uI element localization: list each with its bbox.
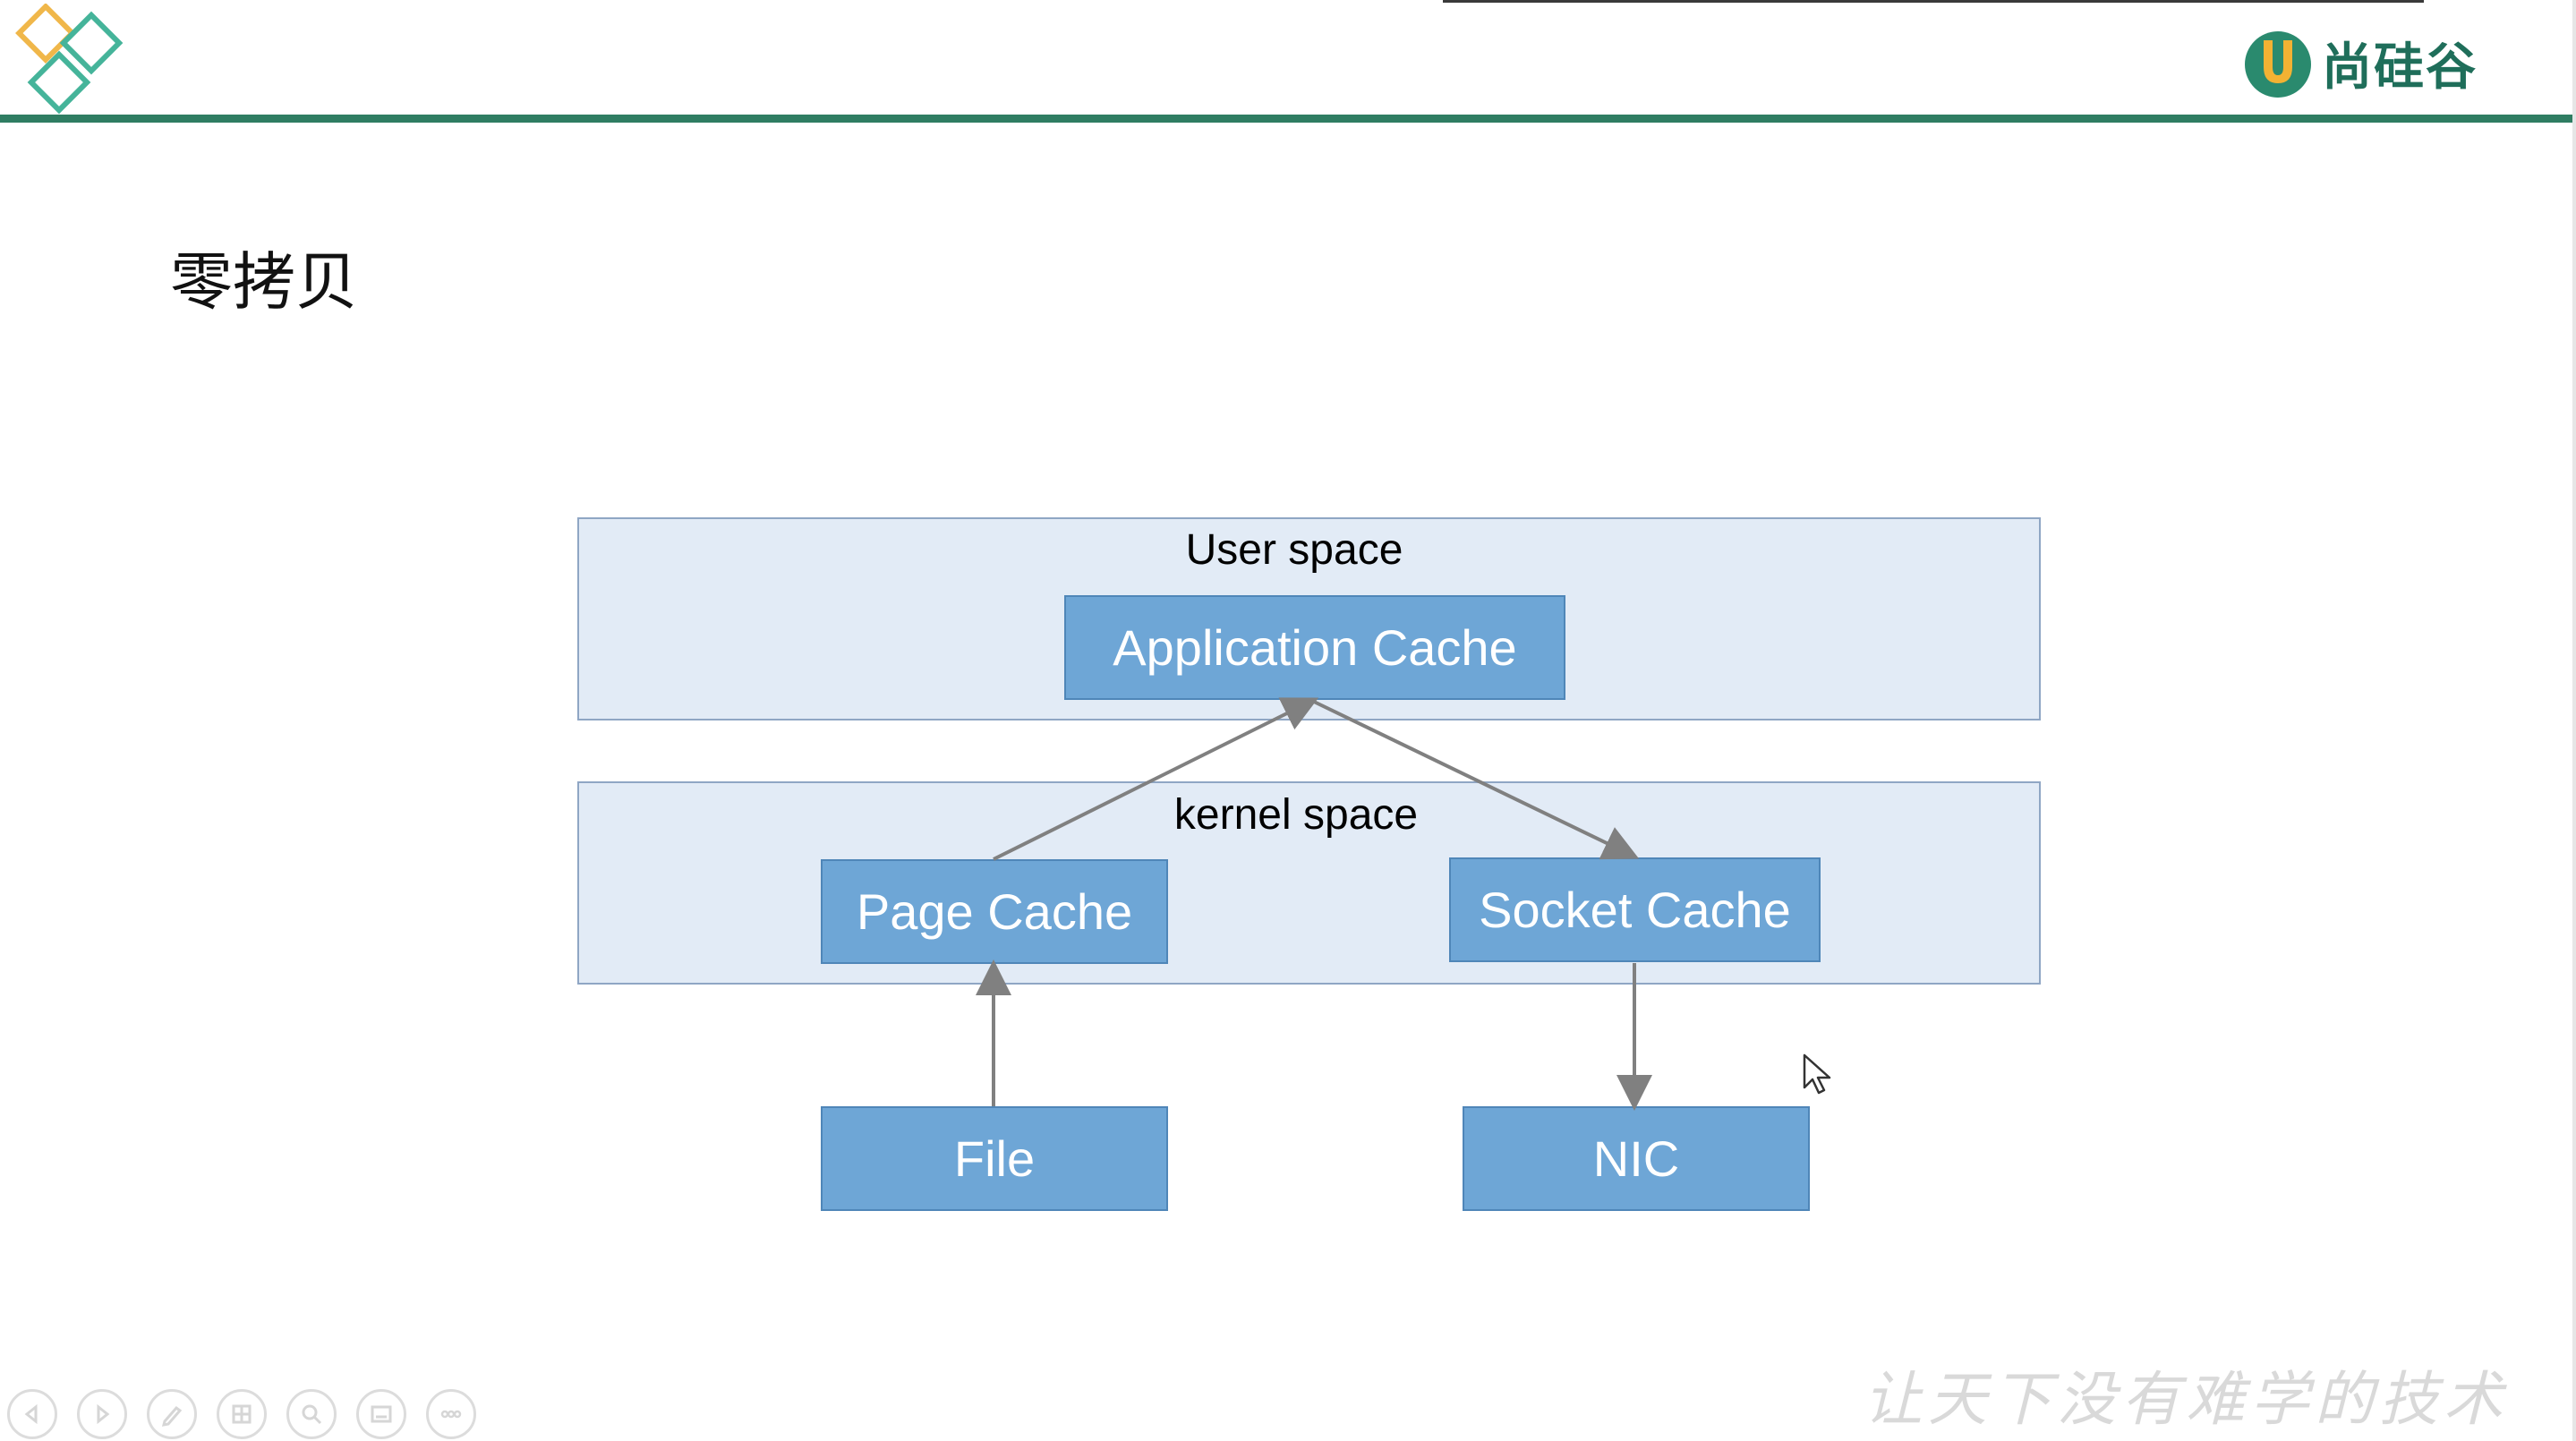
right-edge-border	[2572, 0, 2576, 1441]
zoom-button[interactable]	[286, 1389, 337, 1439]
previous-slide-button[interactable]	[7, 1389, 57, 1439]
node-application-cache: Application Cache	[1064, 595, 1565, 700]
page-title: 零拷贝	[170, 245, 358, 319]
more-icon	[440, 1410, 462, 1419]
pen-tool-button[interactable]	[147, 1389, 197, 1439]
node-page-cache: Page Cache	[821, 859, 1168, 964]
subtitle-button[interactable]	[356, 1389, 406, 1439]
more-options-button[interactable]	[426, 1389, 476, 1439]
header-bar	[0, 115, 2576, 123]
kernel-space-label: kernel space	[1173, 791, 1419, 839]
slideshow-toolbar	[7, 1389, 476, 1439]
logo-diamonds-icon	[15, 4, 124, 115]
zoom-icon	[302, 1404, 322, 1425]
next-slide-button[interactable]	[77, 1389, 127, 1439]
watermark-slogan: 让天下没有难学的技术	[1864, 1365, 2508, 1434]
user-space-label: User space	[1185, 526, 1403, 574]
node-nic: NIC	[1463, 1106, 1810, 1211]
brand-logo: 尚硅谷	[2241, 25, 2478, 100]
brand-name: 尚硅谷	[2322, 38, 2478, 97]
slides-view-button[interactable]	[217, 1389, 267, 1439]
pen-icon	[161, 1405, 183, 1427]
node-socket-cache: Socket Cache	[1449, 857, 1821, 962]
brand-u-icon	[2245, 31, 2311, 98]
next-icon	[97, 1403, 110, 1425]
node-file: File	[821, 1106, 1168, 1211]
subtitle-icon	[371, 1405, 392, 1423]
mouse-cursor-icon	[1803, 1053, 1831, 1095]
header-top-line	[1443, 0, 2424, 3]
previous-icon	[24, 1403, 38, 1425]
slides-icon	[232, 1404, 252, 1424]
